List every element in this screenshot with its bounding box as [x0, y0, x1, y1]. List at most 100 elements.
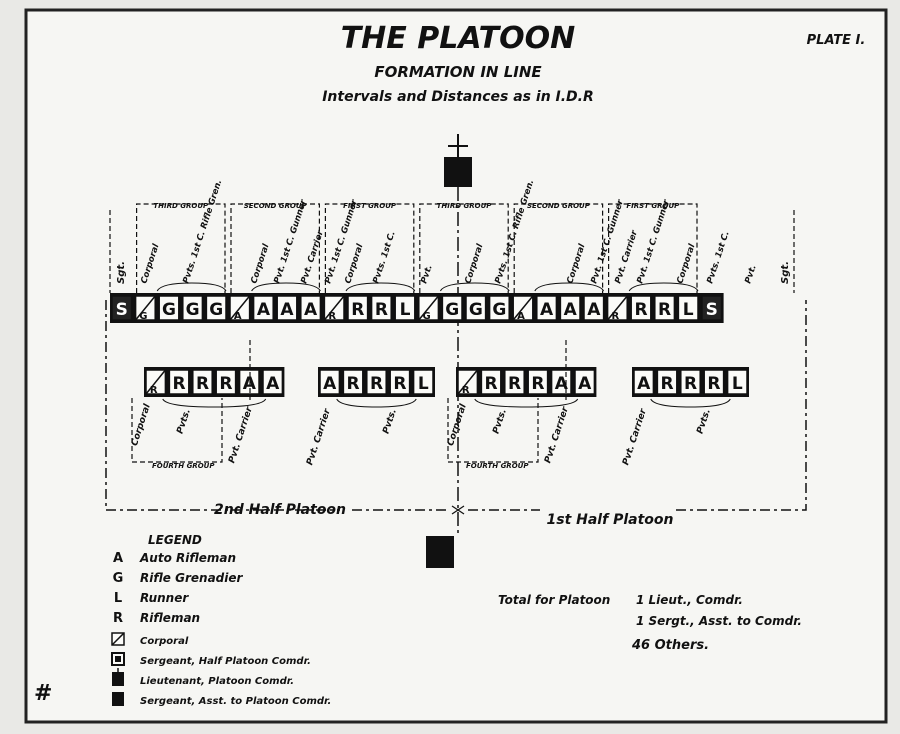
front-square: A — [276, 295, 298, 321]
rear-square-letter: R — [462, 385, 470, 396]
group-header: THIRD GROUP — [437, 202, 493, 210]
rear-square — [480, 369, 502, 395]
rear-square — [215, 369, 237, 395]
front-square: G — [134, 295, 156, 322]
legend-item: Lieutenant, Platoon Comdr. — [112, 668, 294, 687]
half-platoon-right-label: 1st Half Platoon — [547, 512, 674, 528]
rear-square — [366, 369, 387, 395]
group-bracket — [513, 203, 604, 293]
group-bracket — [607, 203, 698, 293]
rear-square — [319, 369, 341, 395]
front-square: A — [583, 295, 605, 321]
front-square: L — [394, 295, 416, 321]
rear-square-letter: R — [661, 374, 674, 394]
left-sergeant-label: Sgt. — [116, 261, 127, 284]
front-square: A — [559, 295, 581, 321]
front-square-letter: L — [400, 300, 411, 320]
group-bracket — [419, 203, 509, 293]
rear-square — [703, 369, 725, 395]
rear-square-letter: R — [347, 374, 360, 394]
group-bracket — [324, 203, 415, 293]
front-square-letter: R — [351, 300, 364, 320]
rear-brace — [474, 398, 579, 408]
plate-number: PLATE I. — [807, 33, 866, 48]
front-square-letter: S — [116, 300, 128, 320]
lieutenant-marker-top — [444, 134, 472, 187]
group-bracket — [230, 203, 320, 293]
group-brace — [345, 282, 416, 292]
rear-label: FOURTH GROUP — [466, 462, 529, 470]
legend-text: Corporal — [140, 636, 189, 647]
front-square: A — [229, 295, 251, 322]
rear-brace — [650, 398, 731, 408]
legend-title: LEGEND — [148, 533, 202, 547]
front-square: S — [701, 295, 723, 321]
rear-square — [342, 369, 364, 395]
rear-square-letter: R — [684, 374, 697, 394]
front-square: G — [465, 295, 487, 321]
rear-square — [389, 369, 411, 395]
legend-item: Sergeant, Asst. to Platoon Comdr. — [112, 692, 331, 707]
rear-square — [656, 369, 678, 395]
front-square: S — [111, 295, 133, 321]
intervals-subtitle: Intervals and Distances as in I.D.R — [322, 89, 594, 105]
rear-square-letter: R — [150, 385, 158, 396]
front-square-letter: G — [162, 300, 176, 320]
front-square-letter: R — [328, 311, 336, 322]
front-square-letter: S — [706, 300, 718, 320]
front-square: G — [158, 295, 180, 321]
legend-symbol: L — [114, 591, 122, 606]
rear-square-letter: A — [578, 374, 592, 394]
rear-square — [633, 369, 655, 395]
front-square: A — [536, 295, 558, 321]
formation-subtitle: FORMATION IN LINE — [374, 63, 542, 81]
front-square: R — [370, 295, 392, 321]
legend-text: Sergeant, Half Platoon Comdr. — [140, 656, 311, 667]
rear-square-letter: R — [219, 374, 232, 394]
rear-square-letter: L — [732, 374, 743, 394]
legend-text: Rifle Grenadier — [140, 571, 244, 585]
rear-square-letter: R — [173, 374, 186, 394]
rear-square-letter: R — [707, 374, 720, 394]
group-bracket — [136, 203, 226, 293]
front-square-letter: A — [304, 300, 318, 320]
rear-square-letter: A — [637, 374, 651, 394]
rear-square — [504, 369, 525, 395]
front-square-letter: G — [422, 311, 430, 322]
rear-square — [412, 369, 434, 395]
page-title: THE PLATOON — [341, 21, 576, 56]
front-square-letter: G — [209, 300, 223, 320]
legend-text: Lieutenant, Platoon Comdr. — [140, 676, 294, 687]
front-square: G — [441, 295, 463, 321]
legend-item: Sergeant, Half Platoon Comdr. — [111, 652, 311, 667]
legend-symbol: R — [113, 611, 123, 626]
sergeant-marker-bottom — [426, 536, 454, 568]
rear-brace — [336, 398, 417, 408]
front-square: R — [323, 295, 345, 322]
group-header: FIRST GROUP — [343, 202, 397, 210]
rear-square — [527, 369, 549, 395]
plate-border — [24, 8, 888, 724]
group-brace — [251, 282, 321, 292]
front-square-letter: R — [634, 300, 647, 320]
front-square-letter: A — [280, 300, 294, 320]
front-square: R — [654, 295, 676, 321]
rear-brace — [162, 398, 267, 408]
front-square: A — [300, 295, 322, 321]
front-square: R — [606, 295, 628, 322]
front-square-letter: L — [683, 300, 694, 320]
rear-square — [192, 369, 213, 395]
rear-group-bar — [456, 367, 597, 397]
front-square-letter: G — [492, 300, 506, 320]
legend-symbol: A — [113, 551, 123, 566]
front-square-letter: R — [375, 300, 388, 320]
totals-label: Total for Platoon — [498, 593, 610, 607]
fourth-group-box-right — [447, 398, 539, 463]
